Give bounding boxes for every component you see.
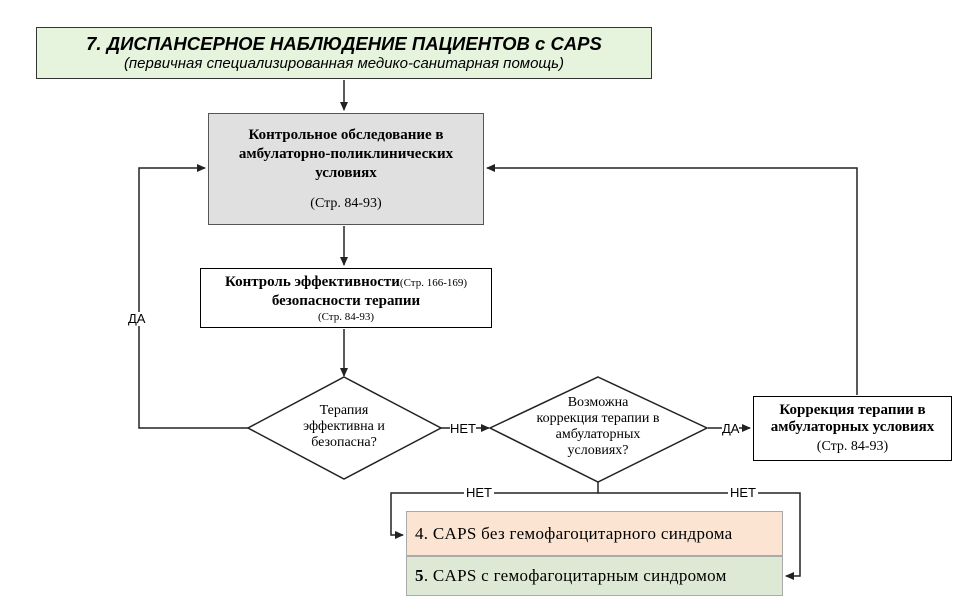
exam-text: Контрольное обследование в амбулаторно-п… [238,126,454,181]
arrow-decision1-yes-to-exam [138,164,248,429]
exam-box: Контрольное обследование в амбулаторно-п… [208,113,484,225]
control-line2: безопасности терапии [271,292,421,309]
exam-ref: (Стр. 84-93) [310,195,382,211]
label-yes-right: ДА [722,421,740,436]
decision2-line3: амбулаторных [555,427,641,442]
caps5-box: 5. CAPS с гемофагоцитарным синдромом [406,556,783,596]
caps5-label: . CAPS с гемофагоцитарным синдромом [423,566,727,585]
label-no-bottom-right: НЕТ [728,485,758,500]
caps5-number: 5 [415,566,424,585]
control-line1: Контроль эффективности [224,273,400,290]
decision2-line1: Возможна [567,395,629,410]
diagram-subtitle: (первичная специализированная медико-сан… [123,55,565,72]
decision1-line2: эффективна и [303,419,385,434]
decision2-text: Возможна коррекция терапии в амбулаторны… [518,395,678,459]
label-no-middle: НЕТ [450,421,476,436]
decision1-line1: Терапия [319,403,369,418]
control-ref1: (Стр. 166-169) [399,276,468,289]
control-box: Контроль эффективности(Стр. 166-169) без… [200,268,492,328]
label-no-bottom-left: НЕТ [464,485,494,500]
correction-box: Коррекция терапии в амбулаторных условия… [753,396,952,461]
label-yes-left: ДА [128,311,146,326]
decision2-line2: коррекция терапии в [536,411,660,426]
decision2-line4: условиях? [567,443,629,458]
decision1-diamond [246,376,443,480]
decision1-text: Терапия эффективна и безопасна? [274,403,414,451]
decision1-line3: безопасна? [311,435,377,450]
arrow-decision2-no-to-caps5 [598,492,801,580]
correction-line2: амбулаторных условиях [770,418,935,435]
caps4-text: 4. CAPS без гемофагоцитарного синдрома [415,523,733,543]
arrow-decision2-no-to-caps4 [390,482,599,539]
correction-ref: (Стр. 84-93) [816,438,889,454]
correction-line1: Коррекция терапии в [779,401,926,418]
title-box: 7. ДИСПАНСЕРНОЕ НАБЛЮДЕНИЕ ПАЦИЕНТОВ с C… [36,27,652,79]
caps4-box: 4. CAPS без гемофагоцитарного синдрома [406,511,783,556]
diagram-title: 7. ДИСПАНСЕРНОЕ НАБЛЮДЕНИЕ ПАЦИЕНТОВ с C… [86,33,602,54]
control-ref2: (Стр. 84-93) [317,310,375,323]
decision2-diamond [488,376,709,483]
caps5-text: 5. CAPS с гемофагоцитарным синдромом [415,566,727,586]
arrow-correction-to-exam [486,164,858,395]
